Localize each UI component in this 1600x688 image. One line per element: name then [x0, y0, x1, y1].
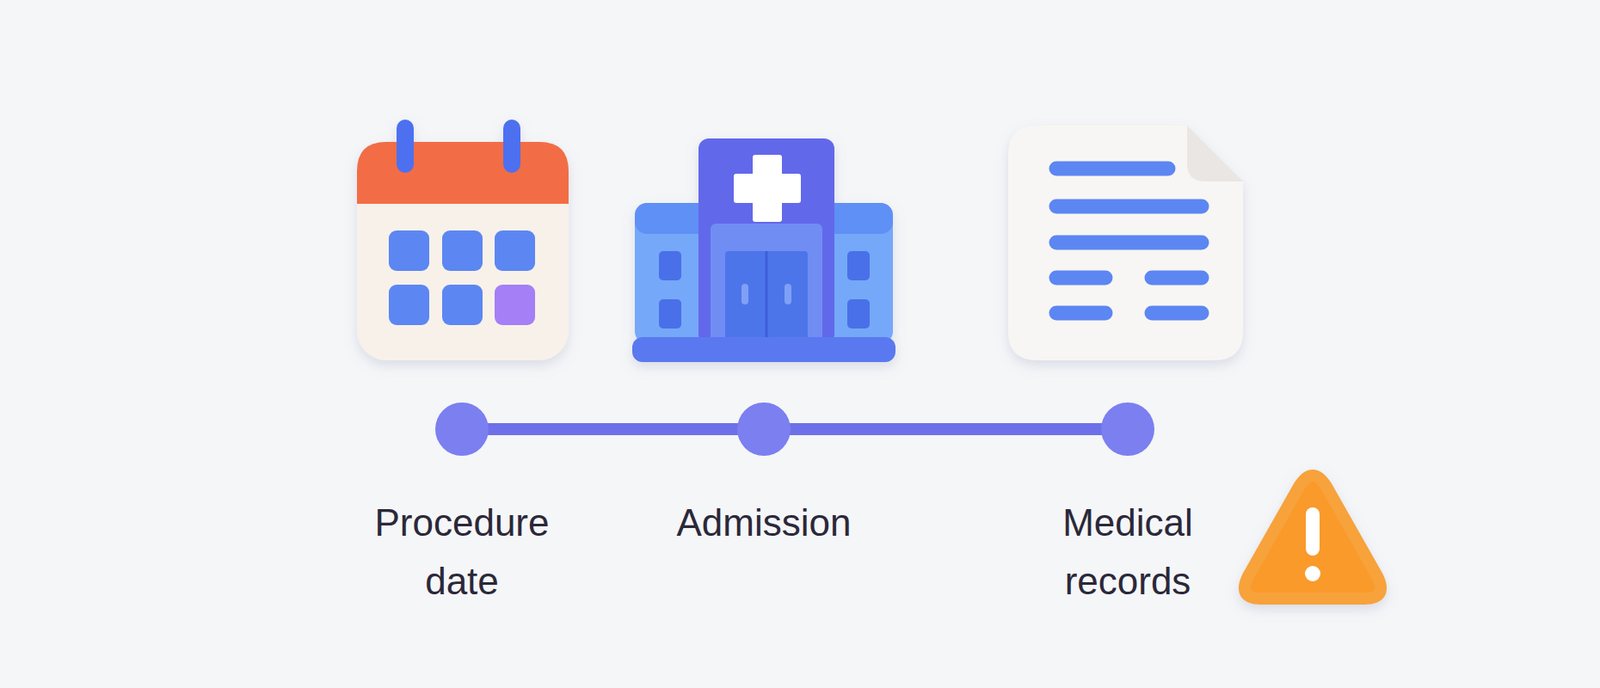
calendar-day-marked	[494, 284, 536, 326]
hospital-icon	[632, 138, 896, 363]
calendar-ring	[503, 119, 521, 173]
text-line	[1056, 199, 1202, 215]
text-line	[1151, 270, 1202, 286]
warning-bar	[1305, 507, 1320, 556]
step-label: Medical records	[1024, 493, 1231, 611]
text-line	[1056, 161, 1169, 177]
hospital-door	[725, 251, 808, 341]
document-lines	[1056, 168, 1202, 314]
text-line	[1151, 306, 1202, 321]
calendar-header	[356, 141, 569, 204]
warning-dot	[1304, 566, 1321, 582]
text-line	[1056, 235, 1202, 251]
text-line	[1056, 306, 1106, 321]
hospital-tower	[698, 138, 835, 345]
calendar-body	[356, 141, 569, 361]
timeline-segment	[486, 423, 739, 436]
calendar-day	[442, 284, 483, 326]
calendar-ring	[396, 119, 414, 173]
hospital-cross	[736, 157, 799, 220]
timeline-segment	[788, 423, 1103, 436]
document-fold	[1187, 125, 1244, 182]
hospital-base	[632, 337, 896, 363]
hospital-wings	[634, 203, 893, 345]
warning-triangle	[1244, 475, 1381, 599]
calendar-day	[442, 230, 483, 271]
calendar-day	[388, 284, 430, 326]
hospital-window	[658, 299, 682, 329]
hospital-window	[658, 251, 682, 281]
text-line	[1056, 270, 1106, 286]
document-icon	[1008, 125, 1244, 361]
step-label: Admission	[660, 493, 868, 553]
timeline-dot: Admission	[737, 402, 791, 456]
timeline-dot: Medical records	[1101, 402, 1155, 456]
calendar-day	[388, 230, 430, 271]
door-handle	[741, 283, 749, 305]
door-split	[765, 251, 769, 341]
hospital-window	[847, 299, 870, 329]
hospital-front	[710, 223, 823, 345]
hospital-window	[847, 251, 870, 281]
timeline-dot: Procedure date	[435, 402, 489, 456]
document-sheet	[1008, 125, 1244, 361]
step-label: Procedure date	[358, 493, 566, 611]
door-handle	[784, 283, 792, 305]
warning-icon	[1244, 475, 1381, 599]
calendar-day	[494, 230, 536, 271]
calendar-icon	[356, 119, 569, 361]
